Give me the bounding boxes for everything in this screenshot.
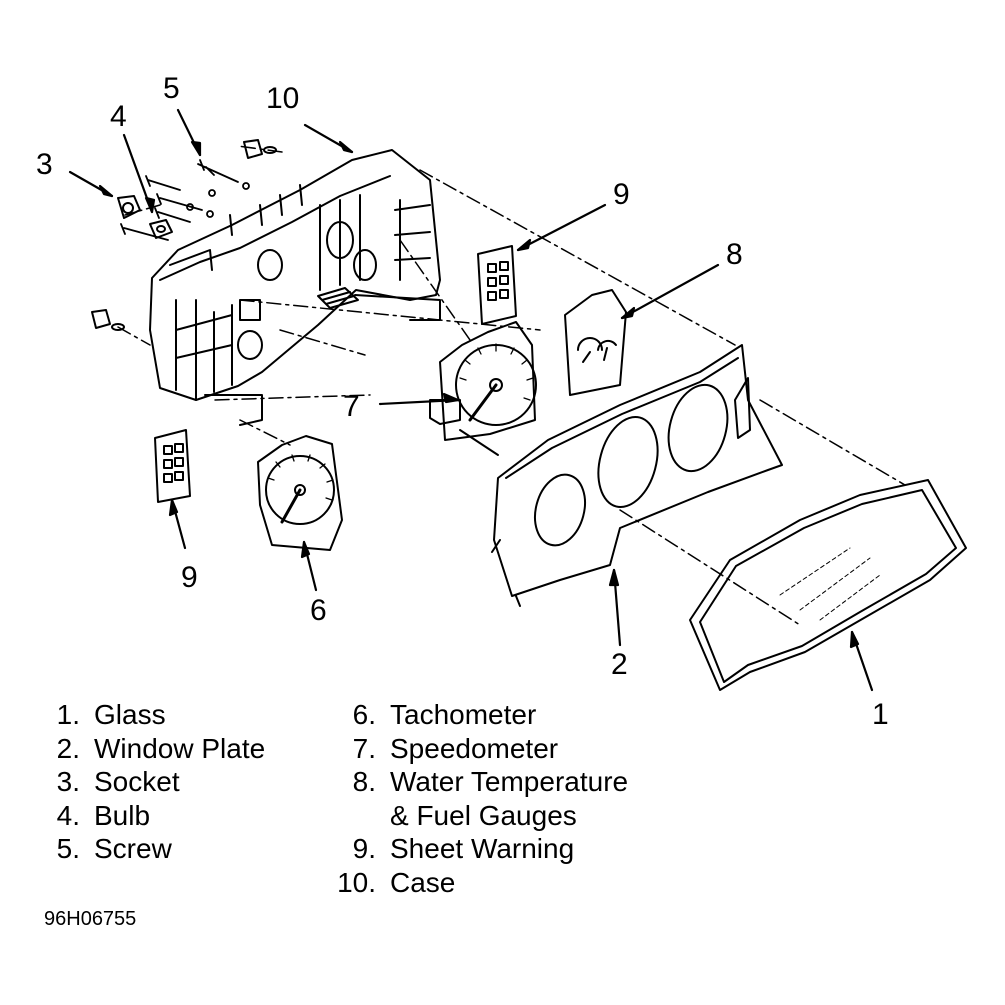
- legend-left-column: 1. Glass 2. Window Plate 3. Socket 4. Bulb 5…: [44, 698, 266, 866]
- legend-label: Water Temperature: [390, 766, 629, 797]
- legend-item: 1. Glass: [44, 698, 265, 732]
- callout-7: 7: [343, 390, 360, 423]
- legend-item: 6. Tachometer: [326, 698, 628, 732]
- legend-label: & Fuel Gauges: [390, 799, 577, 831]
- callout-8: 8: [726, 238, 743, 271]
- sheet-warning-top: [477, 245, 517, 325]
- callout-10: 10: [266, 82, 300, 115]
- callout-2: 2: [611, 648, 628, 681]
- legend-label: Tachometer: [390, 699, 537, 730]
- legend-item: 9. Sheet Warning: [326, 832, 628, 866]
- callout-9-top: 9: [613, 178, 630, 211]
- legend-label: Glass: [94, 699, 166, 730]
- callout-6: 6: [310, 594, 327, 627]
- sheet-warning-bottom: [154, 429, 191, 503]
- sockets: [91, 139, 277, 331]
- legend-number: 8.: [352, 766, 376, 797]
- callout-4: 4: [110, 100, 127, 133]
- legend-number: 3.: [56, 766, 80, 797]
- legend-number: 9.: [352, 833, 376, 864]
- legend-number: 6.: [352, 699, 376, 730]
- legend-number: 7.: [352, 732, 376, 764]
- legend-item: 3. Socket: [44, 765, 265, 799]
- leader-arrows: [68, 108, 874, 692]
- callout-9-bottom: 9: [181, 561, 198, 594]
- case-housing: [149, 149, 441, 426]
- legend-label: Case: [390, 866, 456, 898]
- legend-item: 10. Case: [326, 866, 628, 900]
- legend-label: Speedometer: [390, 732, 559, 764]
- legend-label: Window Plate: [94, 732, 266, 764]
- legend-right-column: 6. Tachometer 7. Speedometer 8. Water Tempe…: [326, 698, 628, 899]
- callout-3: 3: [36, 148, 53, 181]
- legend-number: 1.: [56, 699, 80, 730]
- legend-item-continuation: & Fuel Gauges: [326, 799, 628, 833]
- window-plate: [491, 344, 783, 607]
- legend-item: 8. Water Temperature: [326, 765, 628, 799]
- callout-5: 5: [163, 72, 180, 105]
- legend-label: Screw: [94, 833, 172, 864]
- callout-1: 1: [872, 698, 889, 731]
- legend-label: Sheet Warning: [390, 833, 575, 864]
- screws: [120, 159, 250, 241]
- legend-number: 2.: [56, 732, 80, 764]
- legend-label: Socket: [94, 766, 180, 797]
- legend-number: 10.: [337, 866, 376, 898]
- speedometer: [429, 321, 537, 456]
- legend-item: 2. Window Plate: [44, 732, 266, 766]
- tachometer: [257, 435, 343, 551]
- legend-number: 4.: [56, 799, 80, 831]
- temp-fuel-gauge: [564, 289, 627, 396]
- legend-item: 5. Screw: [44, 832, 265, 866]
- glass-lens: [689, 479, 967, 691]
- legend-label: Bulb: [94, 799, 151, 831]
- alignment-lines: [117, 145, 906, 626]
- legend-number: 5.: [56, 833, 80, 864]
- legend-item: 7. Speedometer: [326, 732, 628, 766]
- figure-code: 96H06755: [44, 908, 137, 930]
- legend-item: 4. Bulb: [44, 799, 265, 833]
- bulb: [149, 219, 173, 239]
